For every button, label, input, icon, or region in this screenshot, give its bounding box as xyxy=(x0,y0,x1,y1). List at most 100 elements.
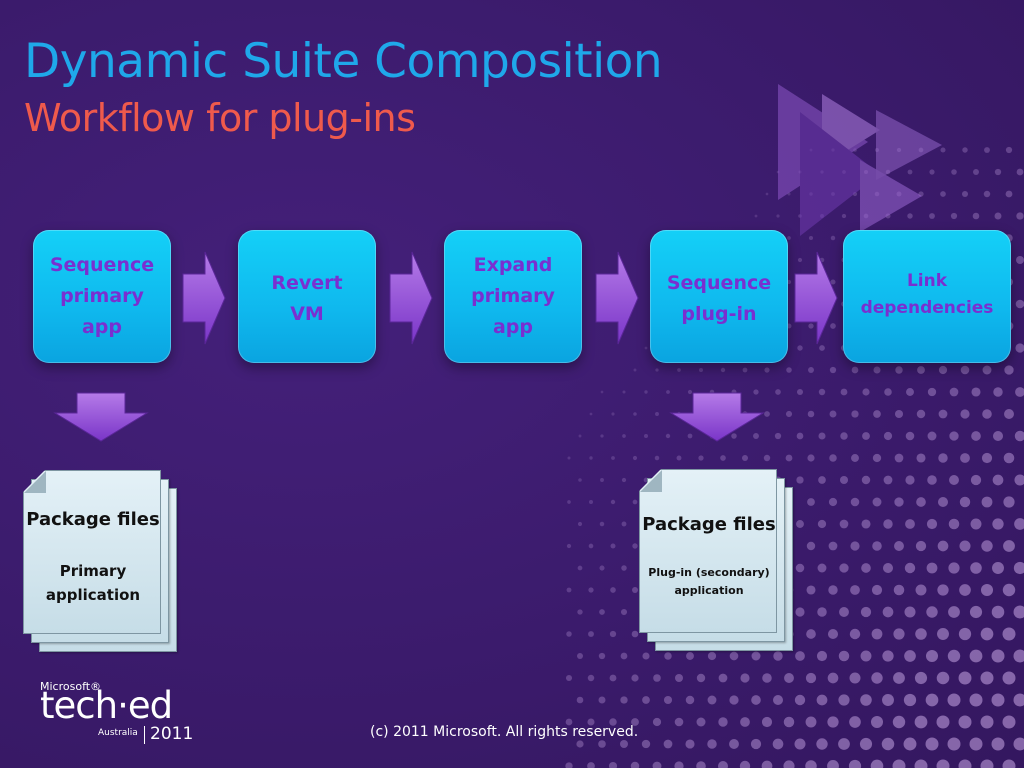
dot xyxy=(896,147,902,153)
dot xyxy=(795,607,805,617)
dot xyxy=(994,212,1002,220)
dot xyxy=(937,584,949,596)
step-link-dependencies: Link dependencies xyxy=(843,230,1011,363)
dot xyxy=(851,366,859,374)
dot xyxy=(892,715,906,729)
dot xyxy=(621,477,627,483)
dot xyxy=(993,387,1003,397)
dot xyxy=(861,563,871,573)
dot xyxy=(950,212,958,220)
dot xyxy=(642,696,650,704)
dot xyxy=(994,168,1002,176)
dot xyxy=(829,454,837,462)
dot xyxy=(622,390,626,394)
dot xyxy=(797,345,803,351)
dot xyxy=(882,694,894,706)
dot xyxy=(904,562,916,574)
dot xyxy=(947,649,961,663)
dot xyxy=(991,649,1005,663)
step-label: Revert VM xyxy=(271,272,343,325)
dot xyxy=(587,762,595,768)
dot xyxy=(797,257,803,263)
dot xyxy=(805,760,817,768)
dot xyxy=(969,693,983,707)
dot xyxy=(818,388,826,396)
dot xyxy=(720,367,726,373)
dot xyxy=(1015,343,1024,353)
dot xyxy=(577,609,583,615)
dot xyxy=(589,456,593,460)
dot xyxy=(914,715,928,729)
dot xyxy=(776,214,780,218)
document-front: Package files Plug-in (secondary) applic… xyxy=(639,469,777,633)
dot xyxy=(620,740,628,748)
dot xyxy=(861,519,871,529)
dot xyxy=(862,388,870,396)
page-fold xyxy=(24,471,46,493)
dot xyxy=(838,650,850,662)
dot xyxy=(914,759,928,768)
dot xyxy=(958,671,972,685)
dot xyxy=(1003,540,1015,552)
dot xyxy=(850,497,860,507)
dot xyxy=(851,454,859,462)
dot xyxy=(729,651,739,661)
dot xyxy=(764,367,770,373)
dot xyxy=(862,432,870,440)
dot xyxy=(848,759,862,768)
dot xyxy=(598,740,606,748)
dot xyxy=(609,630,617,638)
dot xyxy=(565,762,573,768)
dot xyxy=(772,694,784,706)
logo-name: tech·ed xyxy=(40,684,173,727)
dot xyxy=(631,586,639,594)
dot xyxy=(838,738,850,750)
dot xyxy=(632,499,638,505)
dot xyxy=(785,410,793,418)
dot xyxy=(587,718,595,726)
dot xyxy=(926,562,938,574)
step-label: Sequence primary app xyxy=(49,254,155,338)
dot xyxy=(731,433,737,439)
dot xyxy=(971,431,981,441)
dot xyxy=(808,367,814,373)
down-arrow-icon xyxy=(669,392,765,442)
dot xyxy=(630,761,640,768)
dot xyxy=(610,543,616,549)
dot xyxy=(1013,737,1024,751)
dot xyxy=(599,609,605,615)
dot xyxy=(960,453,970,463)
document-title: Package files xyxy=(26,509,160,530)
dot xyxy=(850,585,860,595)
dot xyxy=(872,541,882,551)
dot xyxy=(992,562,1004,574)
dot xyxy=(938,453,948,463)
dot xyxy=(566,543,572,549)
dot xyxy=(687,433,693,439)
dot xyxy=(969,737,983,751)
dot xyxy=(632,543,638,549)
dot xyxy=(674,761,684,768)
dot xyxy=(872,453,882,463)
dot xyxy=(883,431,893,441)
dot xyxy=(991,605,1005,619)
dot xyxy=(698,367,704,373)
dot xyxy=(839,519,849,529)
dot xyxy=(753,433,759,439)
logo-divider xyxy=(144,726,145,744)
dot xyxy=(784,673,794,683)
dot xyxy=(860,650,872,662)
dot xyxy=(696,761,706,768)
dot xyxy=(765,192,769,196)
dot xyxy=(903,737,917,751)
dot xyxy=(761,716,773,728)
step-sequence-primary-app: Sequence primary app xyxy=(33,230,171,363)
dot xyxy=(1002,627,1016,641)
document-subtitle: Primary application xyxy=(45,562,141,604)
dot xyxy=(566,631,572,637)
dot xyxy=(958,759,972,768)
dot xyxy=(655,368,659,372)
dot xyxy=(751,651,761,661)
page-fold xyxy=(640,470,662,492)
